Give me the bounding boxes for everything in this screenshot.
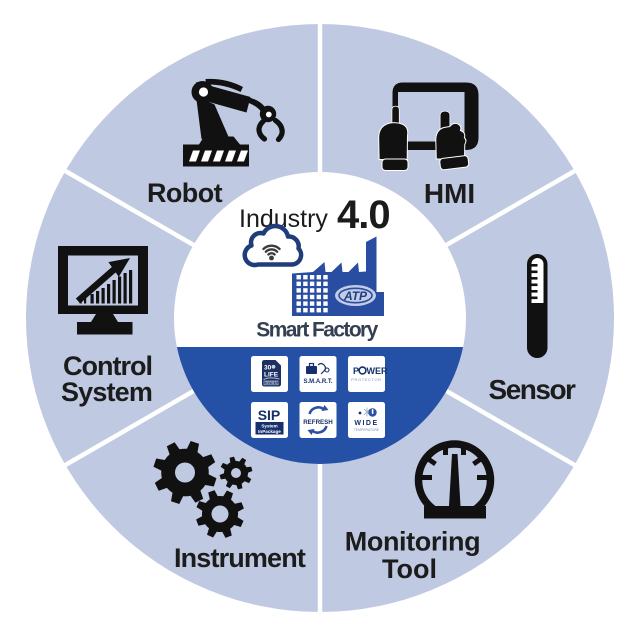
svg-text:InPackage: InPackage — [258, 429, 281, 434]
svg-text:TEMPERATURE: TEMPERATURE — [354, 428, 380, 432]
svg-text:S.M.A.R.T.: S.M.A.R.T. — [303, 379, 332, 385]
svg-text:ATP: ATP — [343, 289, 368, 303]
svg-text:4.0: 4.0 — [337, 193, 390, 237]
svg-text:System: System — [261, 424, 277, 429]
svg-text:LIFE: LIFE — [264, 372, 279, 379]
svg-text:Instrument: Instrument — [174, 543, 306, 573]
svg-text:Smart Factory: Smart Factory — [256, 319, 378, 342]
svg-text:HMI: HMI — [424, 178, 475, 209]
svg-text:WER: WER — [367, 366, 388, 376]
svg-text:Sensor: Sensor — [489, 374, 577, 405]
svg-text:SIP: SIP — [258, 407, 281, 423]
svg-text:Robot: Robot — [147, 178, 223, 208]
svg-text:REFRESH: REFRESH — [303, 419, 333, 426]
svg-text:P: P — [353, 366, 359, 376]
svg-text:Control: Control — [63, 351, 152, 381]
svg-text:System: System — [61, 377, 152, 407]
svg-text:PROTECTOR: PROTECTOR — [351, 377, 381, 382]
svg-text:WIDE: WIDE — [354, 420, 378, 427]
svg-text:Monitoring: Monitoring — [345, 527, 480, 557]
svg-text:SERIES: SERIES — [265, 381, 277, 385]
svg-text:30: 30 — [264, 365, 272, 372]
svg-text:Tool: Tool — [382, 554, 437, 584]
